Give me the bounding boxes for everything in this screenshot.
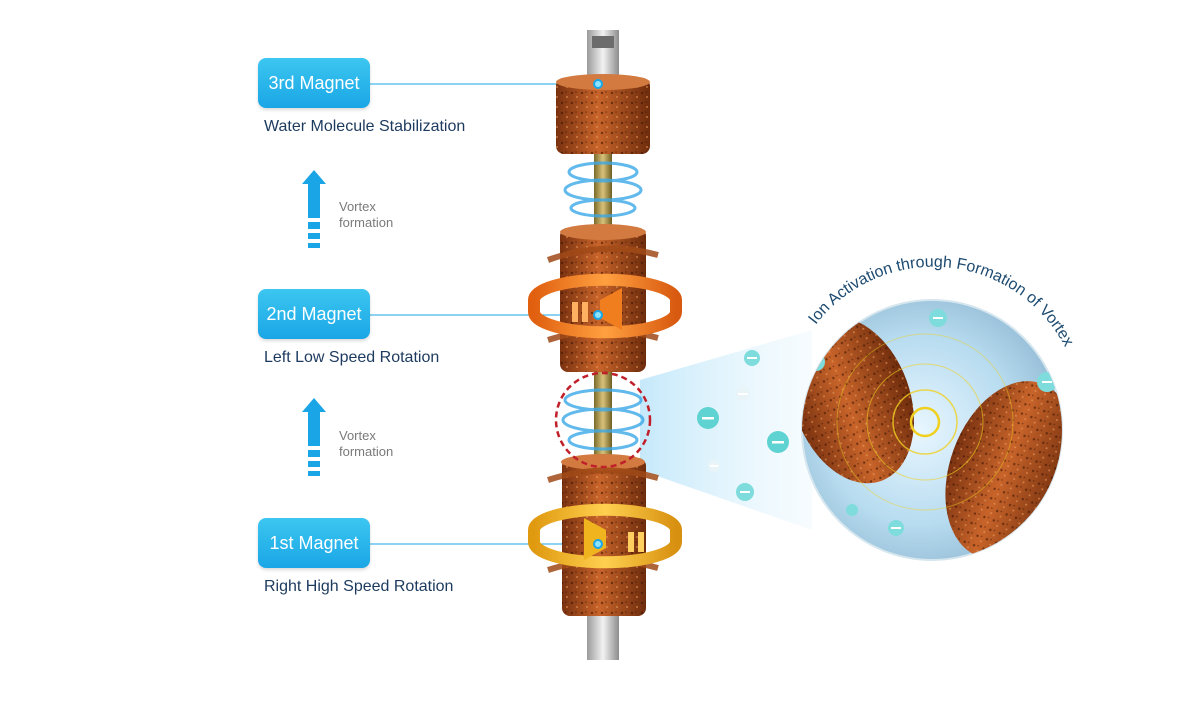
vortex-arrow-lower: [302, 398, 326, 476]
vortex-detail-lens: [801, 299, 1063, 561]
magnet-1-caption: Right High Speed Rotation: [264, 578, 454, 595]
magnet-1-badge: 1st Magnet: [258, 518, 370, 568]
magnet-2-badge: 2nd Magnet: [258, 289, 370, 339]
zoom-beam: [640, 330, 812, 530]
vortex-label-lower-line2: formation: [339, 444, 394, 459]
magnet-3-body: [556, 74, 650, 154]
magnetic-filter-column: [528, 30, 682, 660]
magnet-2-caption: Left Low Speed Rotation: [264, 349, 440, 366]
vortex-label-upper: Vortex formation: [339, 199, 393, 231]
vortex-arrow-upper: [302, 170, 326, 248]
rotation-ring-right: [528, 503, 682, 569]
ion-particles: [697, 350, 789, 501]
magnet-3-badge: 3rd Magnet: [258, 58, 370, 108]
focus-circle: [554, 371, 652, 469]
magnet-3-caption: Water Molecule Stabilization: [264, 118, 466, 135]
vortex-label-lower: Vortex formation: [339, 428, 393, 460]
rotation-ring-left: [528, 273, 682, 339]
vortex-label-lower-line1: Vortex: [339, 428, 376, 443]
vortex-label-upper-line2: formation: [339, 215, 394, 230]
vortex-label-upper-line1: Vortex: [339, 199, 376, 214]
